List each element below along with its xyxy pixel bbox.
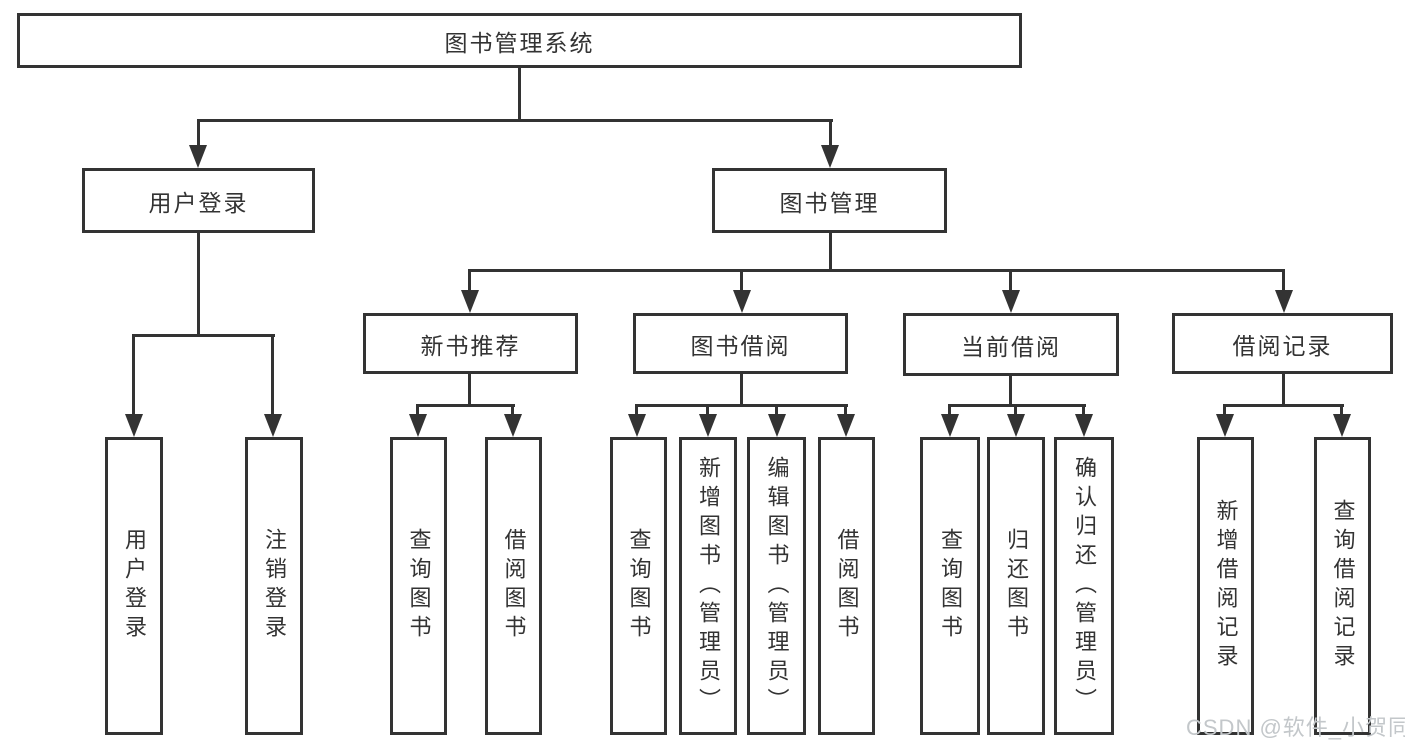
connector-drop: [844, 404, 847, 418]
connector-drop: [1340, 404, 1343, 418]
arrowhead-down: [125, 414, 143, 437]
leaf-cb-return-books: 归还图书: [987, 437, 1045, 735]
leaf-label: 归还图书: [1004, 528, 1029, 644]
connector-drop: [271, 334, 274, 417]
connector-book-borrow-stub: [740, 374, 743, 407]
connector-drop: [416, 404, 419, 418]
connector-drop: [706, 404, 709, 418]
node-label: 图书管理系统: [444, 29, 595, 56]
leaf-br-query-record: 查询借阅记录: [1314, 437, 1371, 735]
leaf-label: 编辑图书（管理员）: [764, 455, 790, 717]
node-current-borrowing: 当前借阅: [903, 313, 1119, 376]
connector-new-book-rail: [416, 404, 515, 407]
arrowhead-down: [409, 414, 427, 437]
leaf-label: 查询图书: [938, 528, 963, 644]
node-book-management: 图书管理: [712, 168, 947, 233]
connector-level3-rail: [468, 269, 1285, 272]
arrowhead-down: [1007, 414, 1025, 437]
connector-user-login-rail: [132, 334, 275, 337]
connector-borrow-record-rail: [1223, 404, 1344, 407]
connector-drop: [948, 404, 951, 418]
leaf-label: 新增图书（管理员）: [696, 455, 721, 717]
leaf-label: 用户登录: [122, 528, 147, 644]
leaf-logout-login: 注销登录: [245, 437, 303, 735]
arrowhead-down: [1002, 290, 1020, 313]
connector-drop: [1082, 404, 1085, 418]
leaf-label: 新增借阅记录: [1213, 499, 1239, 673]
arrowhead-down: [504, 414, 522, 437]
arrowhead-down: [189, 145, 207, 168]
arrowhead-down: [837, 414, 855, 437]
node-label: 用户登录: [148, 189, 249, 216]
leaf-bb-add-books-admin: 新增图书（管理员）: [679, 437, 737, 735]
leaf-cb-query-books: 查询图书: [920, 437, 980, 735]
node-user-login: 用户登录: [82, 168, 315, 233]
node-library-management-system: 图书管理系统: [17, 13, 1022, 68]
node-label: 新书推荐: [420, 332, 521, 359]
leaf-cb-confirm-return-admin: 确认归还（管理员）: [1054, 437, 1114, 735]
connector-drop: [1014, 404, 1017, 418]
node-label: 当前借阅: [961, 333, 1061, 360]
connector-root-stub: [518, 66, 521, 122]
arrowhead-down: [1216, 414, 1234, 437]
connector-drop: [635, 404, 638, 418]
leaf-label: 查询图书: [626, 528, 652, 644]
connector-drop: [1009, 269, 1012, 293]
node-label: 图书借阅: [690, 332, 791, 359]
arrowhead-down: [1275, 290, 1293, 313]
connector-current-borrow-rail: [948, 404, 1086, 407]
arrowhead-down: [733, 290, 751, 313]
connector-new-book-stub: [468, 374, 471, 407]
leaf-label: 借阅图书: [834, 528, 860, 644]
connector-drop: [775, 404, 778, 418]
leaf-nb-query-books: 查询图书: [390, 437, 447, 735]
connector-drop: [132, 334, 135, 417]
leaf-nb-borrow-books: 借阅图书: [485, 437, 542, 735]
leaf-user-login: 用户登录: [105, 437, 163, 735]
connector-drop: [511, 404, 514, 418]
leaf-label: 确认归还（管理员）: [1072, 455, 1097, 717]
arrowhead-down: [821, 145, 839, 168]
arrowhead-down: [1333, 414, 1351, 437]
node-label: 图书管理: [779, 189, 880, 216]
arrowhead-down: [264, 414, 282, 437]
leaf-bb-borrow-books: 借阅图书: [818, 437, 875, 735]
arrowhead-down: [699, 414, 717, 437]
leaf-bb-query-books: 查询图书: [610, 437, 667, 735]
arrowhead-down: [1075, 414, 1093, 437]
connector-current-borrow-stub: [1009, 376, 1012, 407]
connector-book-borrow-rail: [635, 404, 848, 407]
connector-borrow-record-stub: [1282, 374, 1285, 407]
leaf-label: 查询图书: [406, 528, 432, 644]
connector-drop: [1223, 404, 1226, 418]
connector-drop: [197, 119, 200, 147]
connector-drop: [829, 119, 832, 147]
node-book-borrowing: 图书借阅: [633, 313, 848, 374]
connector-drop: [1282, 269, 1285, 293]
arrowhead-down: [941, 414, 959, 437]
connector-user-login-stub: [197, 232, 200, 337]
leaf-label: 查询借阅记录: [1330, 499, 1356, 673]
leaf-label: 注销登录: [262, 528, 287, 644]
arrowhead-down: [628, 414, 646, 437]
arrowhead-down: [461, 290, 479, 313]
leaf-br-add-record: 新增借阅记录: [1197, 437, 1254, 735]
connector-drop: [740, 269, 743, 293]
leaf-label: 借阅图书: [501, 528, 527, 644]
connector-drop: [468, 269, 471, 293]
connector-level2-rail: [197, 119, 833, 122]
connector-book-mgmt-stub: [829, 233, 832, 272]
csdn-watermark: CSDN @软件_小贺同学: [1186, 715, 1405, 740]
node-new-book-recommend: 新书推荐: [363, 313, 578, 374]
arrowhead-down: [768, 414, 786, 437]
node-borrowing-records: 借阅记录: [1172, 313, 1393, 374]
leaf-bb-edit-books-admin: 编辑图书（管理员）: [747, 437, 806, 735]
node-label: 借阅记录: [1232, 332, 1333, 359]
